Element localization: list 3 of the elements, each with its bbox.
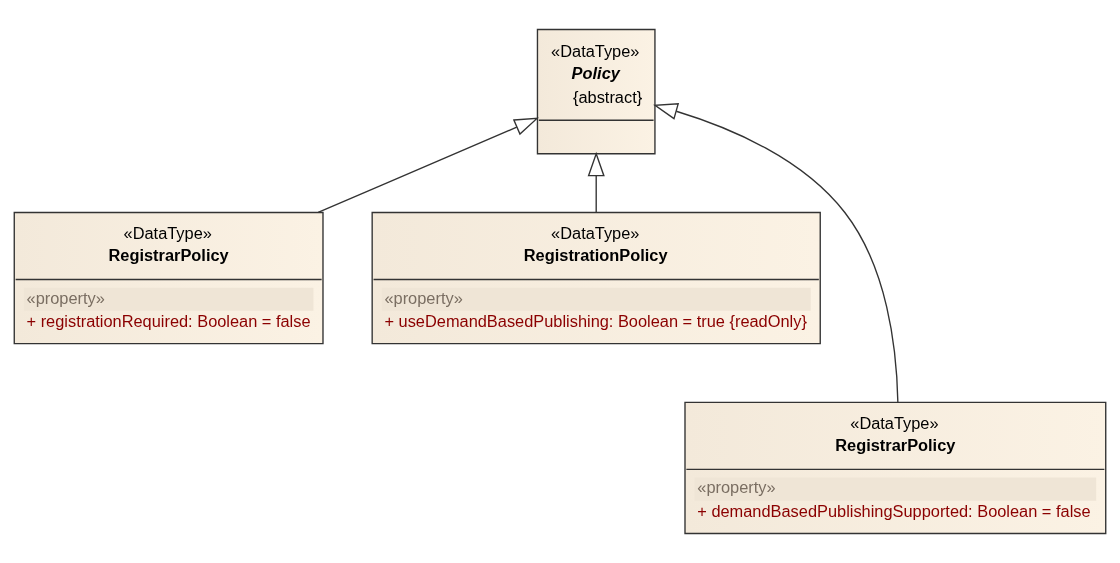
arrow	[587, 151, 605, 214]
arrow	[317, 117, 539, 214]
arrow	[653, 103, 899, 403]
